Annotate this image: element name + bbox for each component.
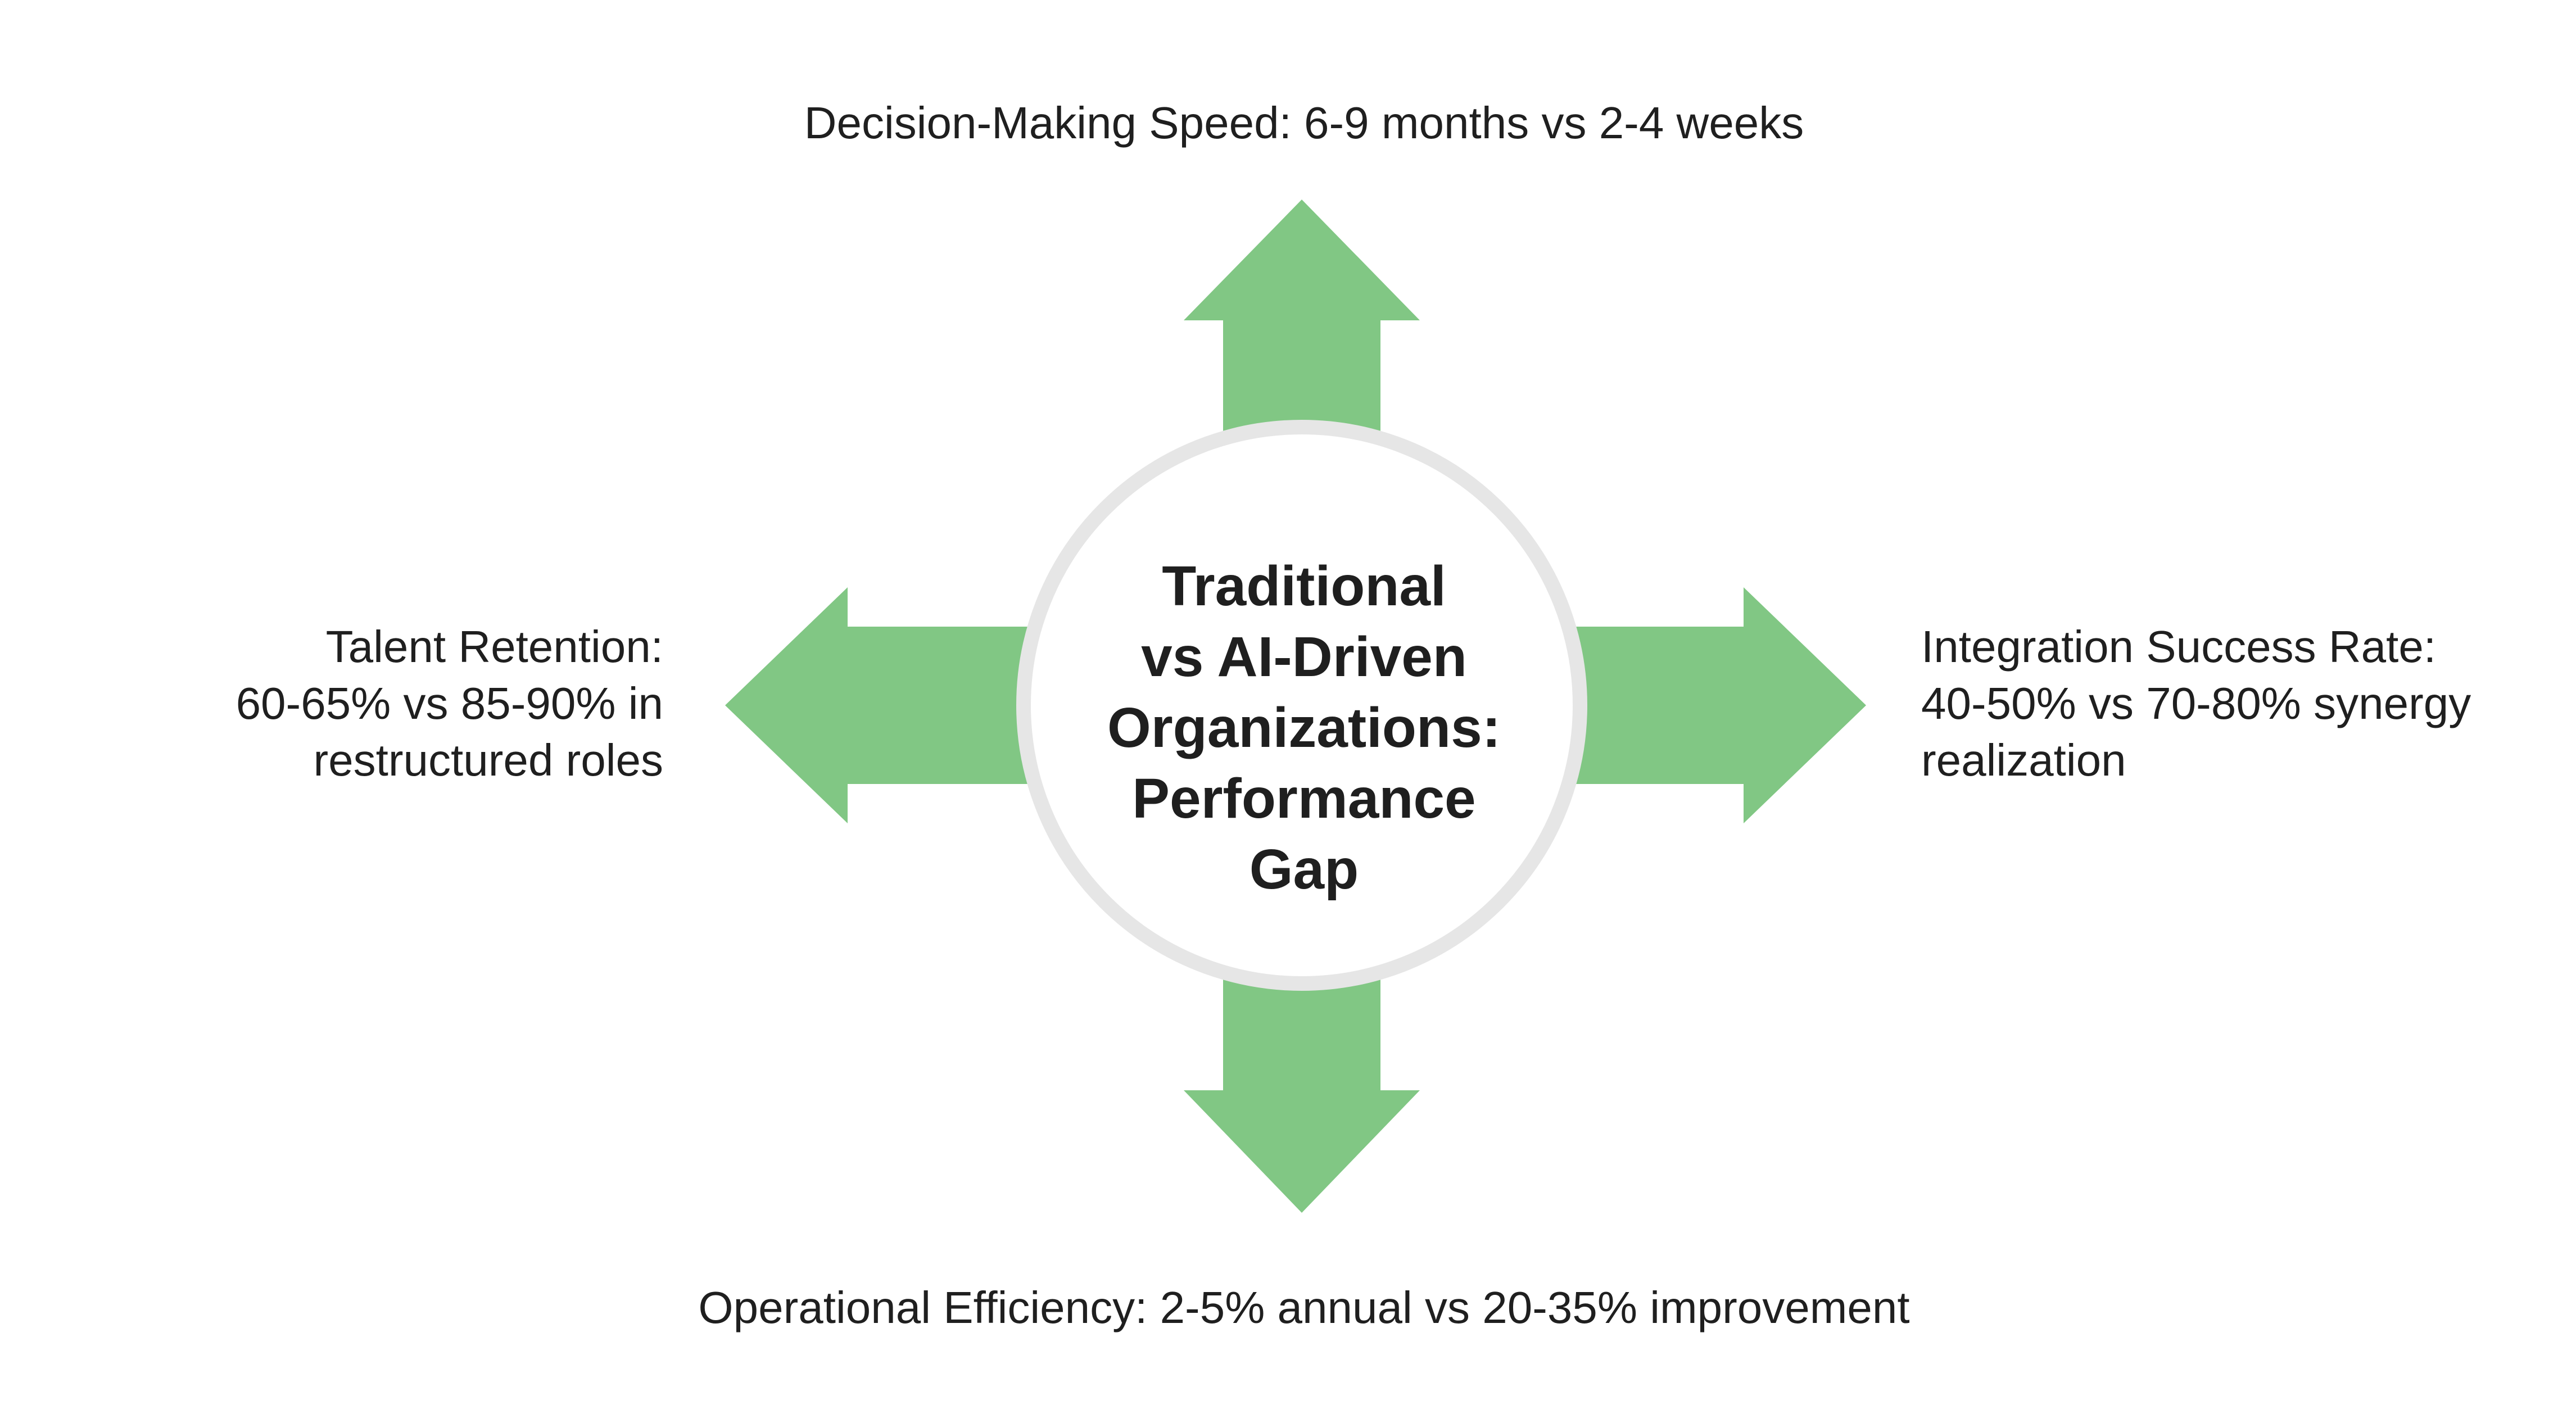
bottom-branch-label: Operational Efficiency: 2-5% annual vs 2… [698, 1282, 1910, 1333]
arrow-left [725, 587, 1040, 823]
arrow-up [1184, 200, 1420, 444]
arrow-down [1184, 967, 1420, 1213]
left-branch-label: Talent Retention: 60-65% vs 85-90% in re… [236, 622, 663, 785]
right-branch-label: Integration Success Rate: 40-50% vs 70-8… [1921, 622, 2471, 785]
center-circle [1016, 420, 1587, 991]
center-title: Traditional vs AI-Driven Organizations: … [1107, 555, 1501, 901]
arrow-right [1563, 587, 1866, 823]
top-branch-label: Decision-Making Speed: 6-9 months vs 2-4… [804, 98, 1804, 148]
